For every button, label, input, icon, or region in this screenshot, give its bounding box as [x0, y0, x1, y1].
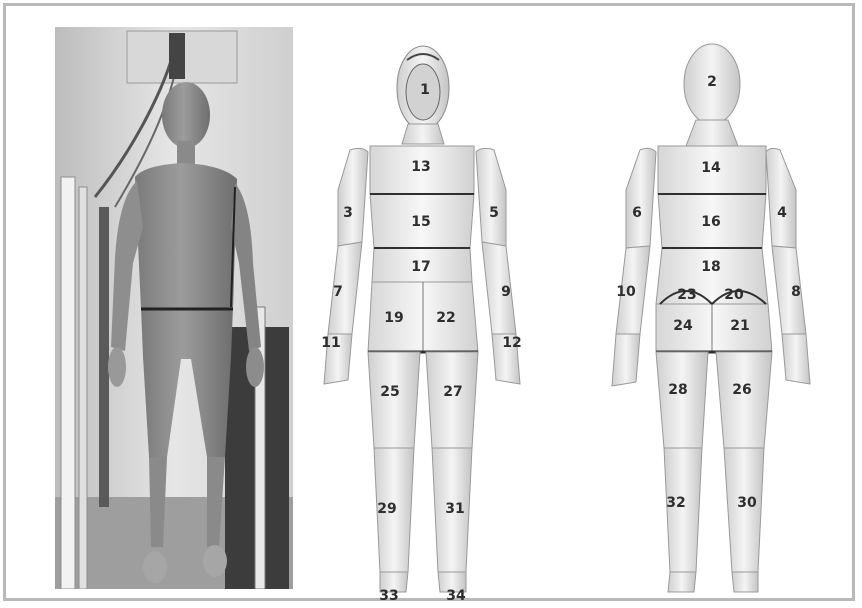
segment-label: 15	[411, 214, 430, 230]
segment-label: 25	[380, 384, 399, 400]
segment-label: 32	[666, 495, 685, 511]
segment-label: 4	[777, 205, 787, 221]
segment-label: 3	[343, 205, 353, 221]
segment-label: 34	[446, 588, 466, 604]
segment-label: 24	[673, 318, 693, 334]
front-figure	[324, 46, 520, 592]
back-figure	[612, 44, 810, 592]
segment-label: 10	[616, 284, 636, 300]
segment-label: 1	[420, 82, 430, 98]
segment-label: 17	[411, 259, 430, 275]
segment-label: 29	[377, 501, 396, 517]
segment-label: 6	[632, 205, 642, 221]
segment-label: 8	[791, 284, 801, 300]
segment-label: 2	[707, 74, 717, 90]
segment-label: 33	[379, 588, 398, 604]
segment-label: 14	[701, 160, 721, 176]
segment-label: 16	[701, 214, 720, 230]
segment-label: 19	[384, 310, 403, 326]
segment-label: 18	[701, 259, 720, 275]
segment-label: 31	[445, 501, 464, 517]
segment-label: 12	[502, 335, 521, 351]
segment-label: 11	[321, 335, 340, 351]
segment-label: 26	[732, 382, 751, 398]
segment-label: 21	[730, 318, 749, 334]
segment-label: 9	[501, 284, 511, 300]
segment-label: 22	[436, 310, 455, 326]
segment-label: 20	[724, 287, 744, 303]
segment-label: 28	[668, 382, 687, 398]
segment-label: 13	[411, 159, 430, 175]
segment-label: 7	[333, 284, 343, 300]
segment-label: 5	[489, 205, 499, 221]
segment-label: 30	[737, 495, 757, 511]
segment-label: 23	[677, 287, 696, 303]
segment-label: 27	[443, 384, 462, 400]
